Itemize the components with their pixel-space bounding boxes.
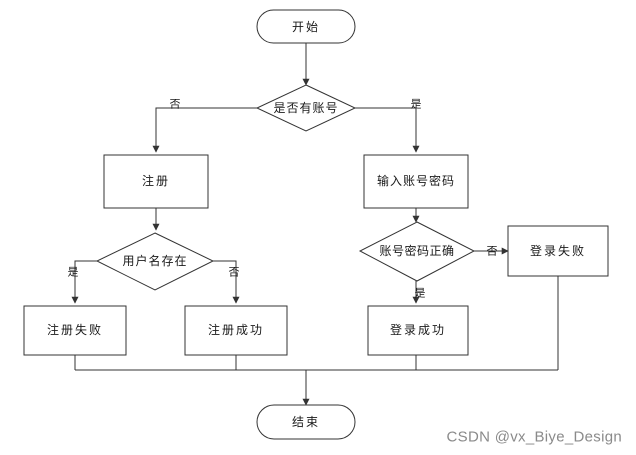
- username-exists-label: 用户名存在: [122, 253, 187, 268]
- credentials-yes-edge-label: 是: [415, 287, 426, 300]
- register-failed-label: 注册失败: [47, 322, 103, 337]
- csdn-watermark: CSDN @vx_Biye_Design: [447, 429, 622, 446]
- edge-username-yes-to-register-failed: [71, 260, 97, 304]
- enter-credentials-process: [363, 154, 469, 209]
- username-exists-decision: [95, 232, 215, 291]
- register-success-label: 注册成功: [208, 322, 264, 337]
- credentials-no-edge-label: 否: [487, 245, 498, 258]
- login-failed-label: 登录失败: [530, 243, 586, 258]
- no-account-edge-label: 否: [170, 98, 181, 111]
- register-failed-process: [23, 305, 127, 356]
- credentials-correct-label: 账号密码正确: [379, 243, 454, 258]
- login-success-process: [367, 305, 469, 356]
- credentials-correct-decision: [358, 221, 476, 282]
- end-terminal: [256, 404, 356, 440]
- has-account-decision: [255, 84, 357, 132]
- edge-yes-to-credentials: [355, 107, 420, 153]
- yes-account-edge-label: 是: [411, 98, 422, 111]
- has-account-label: 是否有账号: [273, 101, 338, 115]
- username-yes-edge-label: 是: [68, 266, 79, 279]
- login-success-label: 登录成功: [390, 322, 446, 337]
- start-label: 开始: [292, 20, 320, 34]
- edge-no-to-register: [152, 107, 257, 153]
- register-process: [103, 154, 209, 209]
- enter-credentials-label: 输入账号密码: [377, 173, 455, 188]
- end-label: 结束: [292, 415, 320, 429]
- login-failed-process: [507, 225, 609, 277]
- register-success-process: [184, 305, 288, 356]
- start-terminal: [256, 9, 356, 44]
- username-no-edge-label: 否: [229, 266, 240, 279]
- register-label: 注册: [142, 173, 170, 188]
- edge-username-no-to-register-success: [213, 260, 240, 304]
